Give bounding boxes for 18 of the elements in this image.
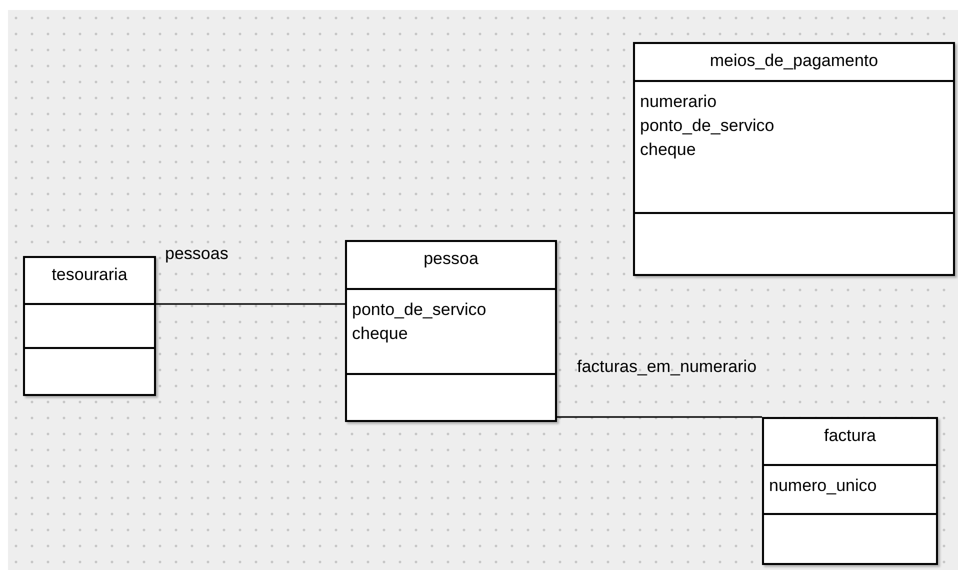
- attribute-text: numero_unico: [769, 475, 877, 497]
- association-line: [557, 416, 762, 418]
- class-name: tesouraria: [52, 264, 128, 286]
- attribute-text: ponto_de_servico: [640, 115, 774, 137]
- class-name: meios_de_pagamento: [710, 50, 878, 72]
- class-name: factura: [824, 425, 876, 447]
- class-box: [23, 256, 156, 396]
- class-box: [762, 417, 938, 565]
- attribute-text: ponto_de_servico: [352, 299, 486, 321]
- class-box: [345, 240, 557, 422]
- attribute-text: numerario: [640, 91, 717, 113]
- edge-label: facturas_em_numerario: [577, 357, 757, 377]
- association-line: [156, 303, 345, 305]
- attribute-text: cheque: [640, 139, 696, 161]
- attribute-text: cheque: [352, 323, 408, 345]
- edge-label: pessoas: [165, 244, 228, 264]
- class-box: [633, 42, 955, 276]
- class-name: pessoa: [424, 248, 478, 270]
